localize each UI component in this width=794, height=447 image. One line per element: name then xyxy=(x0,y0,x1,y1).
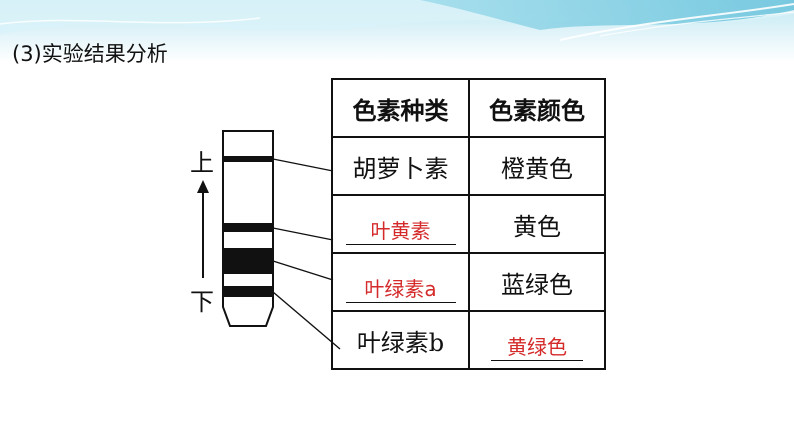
header-banner xyxy=(0,0,794,62)
band-chlorophyll-b xyxy=(223,286,273,297)
table-row: 叶黄素 黄色 xyxy=(331,194,606,254)
label-top: 上 xyxy=(190,149,214,177)
band-carotene xyxy=(223,156,273,162)
table-row: 叶绿素b 黄绿色 xyxy=(331,310,606,370)
label-bottom: 下 xyxy=(190,288,214,316)
table-header-row: 色素种类 色素颜色 xyxy=(331,78,606,138)
band-xanthophyll xyxy=(223,223,273,232)
section-heading: (3)实验结果分析 xyxy=(12,42,168,66)
leader-line-3 xyxy=(272,260,334,281)
cell-kind-blank: 叶绿素a xyxy=(331,252,470,312)
band-chlorophyll-a xyxy=(223,248,273,274)
answer-blank: 叶黄素 xyxy=(345,218,456,245)
direction-arrowhead-icon xyxy=(197,180,209,193)
cell-color-blank: 黄绿色 xyxy=(468,310,606,370)
pigment-table: 色素种类 色素颜色 胡萝卜素 橙黄色 叶黄素 黄色 叶绿素a 蓝绿色 叶绿素b … xyxy=(331,78,606,370)
table-row: 胡萝卜素 橙黄色 xyxy=(331,136,606,196)
table-row: 叶绿素a 蓝绿色 xyxy=(331,252,606,312)
cell-kind: 叶绿素b xyxy=(331,310,470,370)
cell-color: 橙黄色 xyxy=(468,136,606,196)
leader-line-4 xyxy=(272,291,341,350)
leader-line-2 xyxy=(272,227,334,241)
header-pigment-type: 色素种类 xyxy=(331,78,470,138)
cell-kind: 胡萝卜素 xyxy=(331,136,470,196)
cell-color: 黄色 xyxy=(468,194,606,254)
answer-blank: 叶绿素a xyxy=(345,276,456,303)
cell-kind-blank: 叶黄素 xyxy=(331,194,470,254)
cell-color: 蓝绿色 xyxy=(468,252,606,312)
header-pigment-color: 色素颜色 xyxy=(468,78,606,138)
answer-blank: 黄绿色 xyxy=(491,334,583,361)
leader-line-1 xyxy=(272,158,334,172)
